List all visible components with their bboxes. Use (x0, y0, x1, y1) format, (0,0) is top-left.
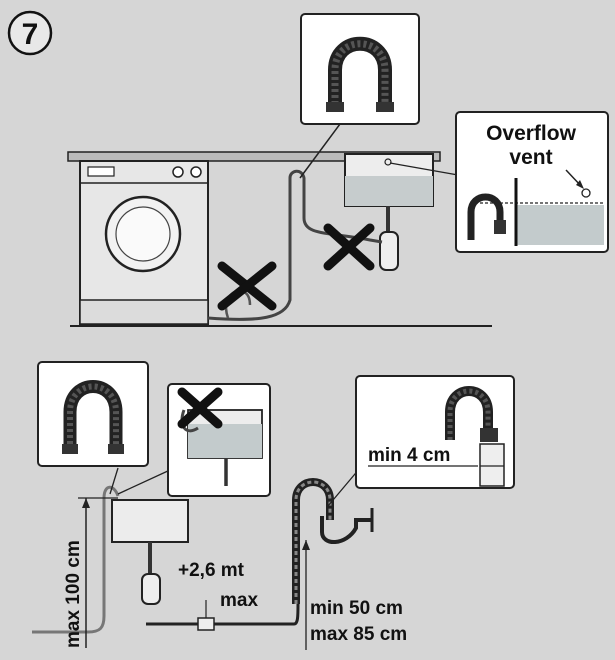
max-height-dimension: max 100 cm (63, 497, 118, 648)
overflow-label-line2: vent (509, 146, 552, 169)
step-badge: 7 (7, 10, 53, 56)
wrong-cross-floor (217, 261, 277, 311)
wrong-sink-panel (167, 383, 271, 497)
hose-guide-panel-bottom (37, 361, 149, 467)
callout-leader-guide (299, 123, 341, 179)
washing-machine (79, 160, 209, 325)
bottom-sink (111, 499, 189, 605)
wrong-cross-siphon (323, 223, 375, 271)
min-gap-panel: min 4 cm (355, 375, 515, 489)
callout-leader-overflow (389, 162, 459, 176)
max-height-label: max 100 cm (63, 540, 84, 648)
extension-hose (146, 600, 300, 631)
kitchen-sink (344, 153, 434, 271)
drain-hose-top (207, 169, 306, 321)
callout-leader-gap (327, 467, 361, 507)
callout-leader-wrong-sink (117, 469, 171, 495)
hose-height-label-line2: max 85 cm (310, 624, 407, 645)
callout-leader-guide-bottom (109, 467, 119, 495)
hose-to-siphon (302, 205, 383, 244)
hose-guide-panel (300, 13, 420, 125)
hose-height-dimension (302, 540, 310, 650)
extension-label-line2: max (220, 590, 258, 611)
step-number: 7 (22, 18, 39, 51)
min-gap-label: min 4 cm (368, 445, 450, 466)
extension-label-line1: +2,6 mt (178, 560, 245, 581)
overflow-label-line1: Overflow (486, 122, 577, 145)
overflow-vent-panel: Overflow vent (455, 111, 609, 253)
standpipe-siphon (320, 508, 374, 544)
countertop (67, 151, 441, 162)
drain-hose-bottom (32, 485, 120, 634)
hose-standpipe-loop (292, 478, 334, 604)
hose-height-label-line1: min 50 cm (310, 598, 403, 619)
